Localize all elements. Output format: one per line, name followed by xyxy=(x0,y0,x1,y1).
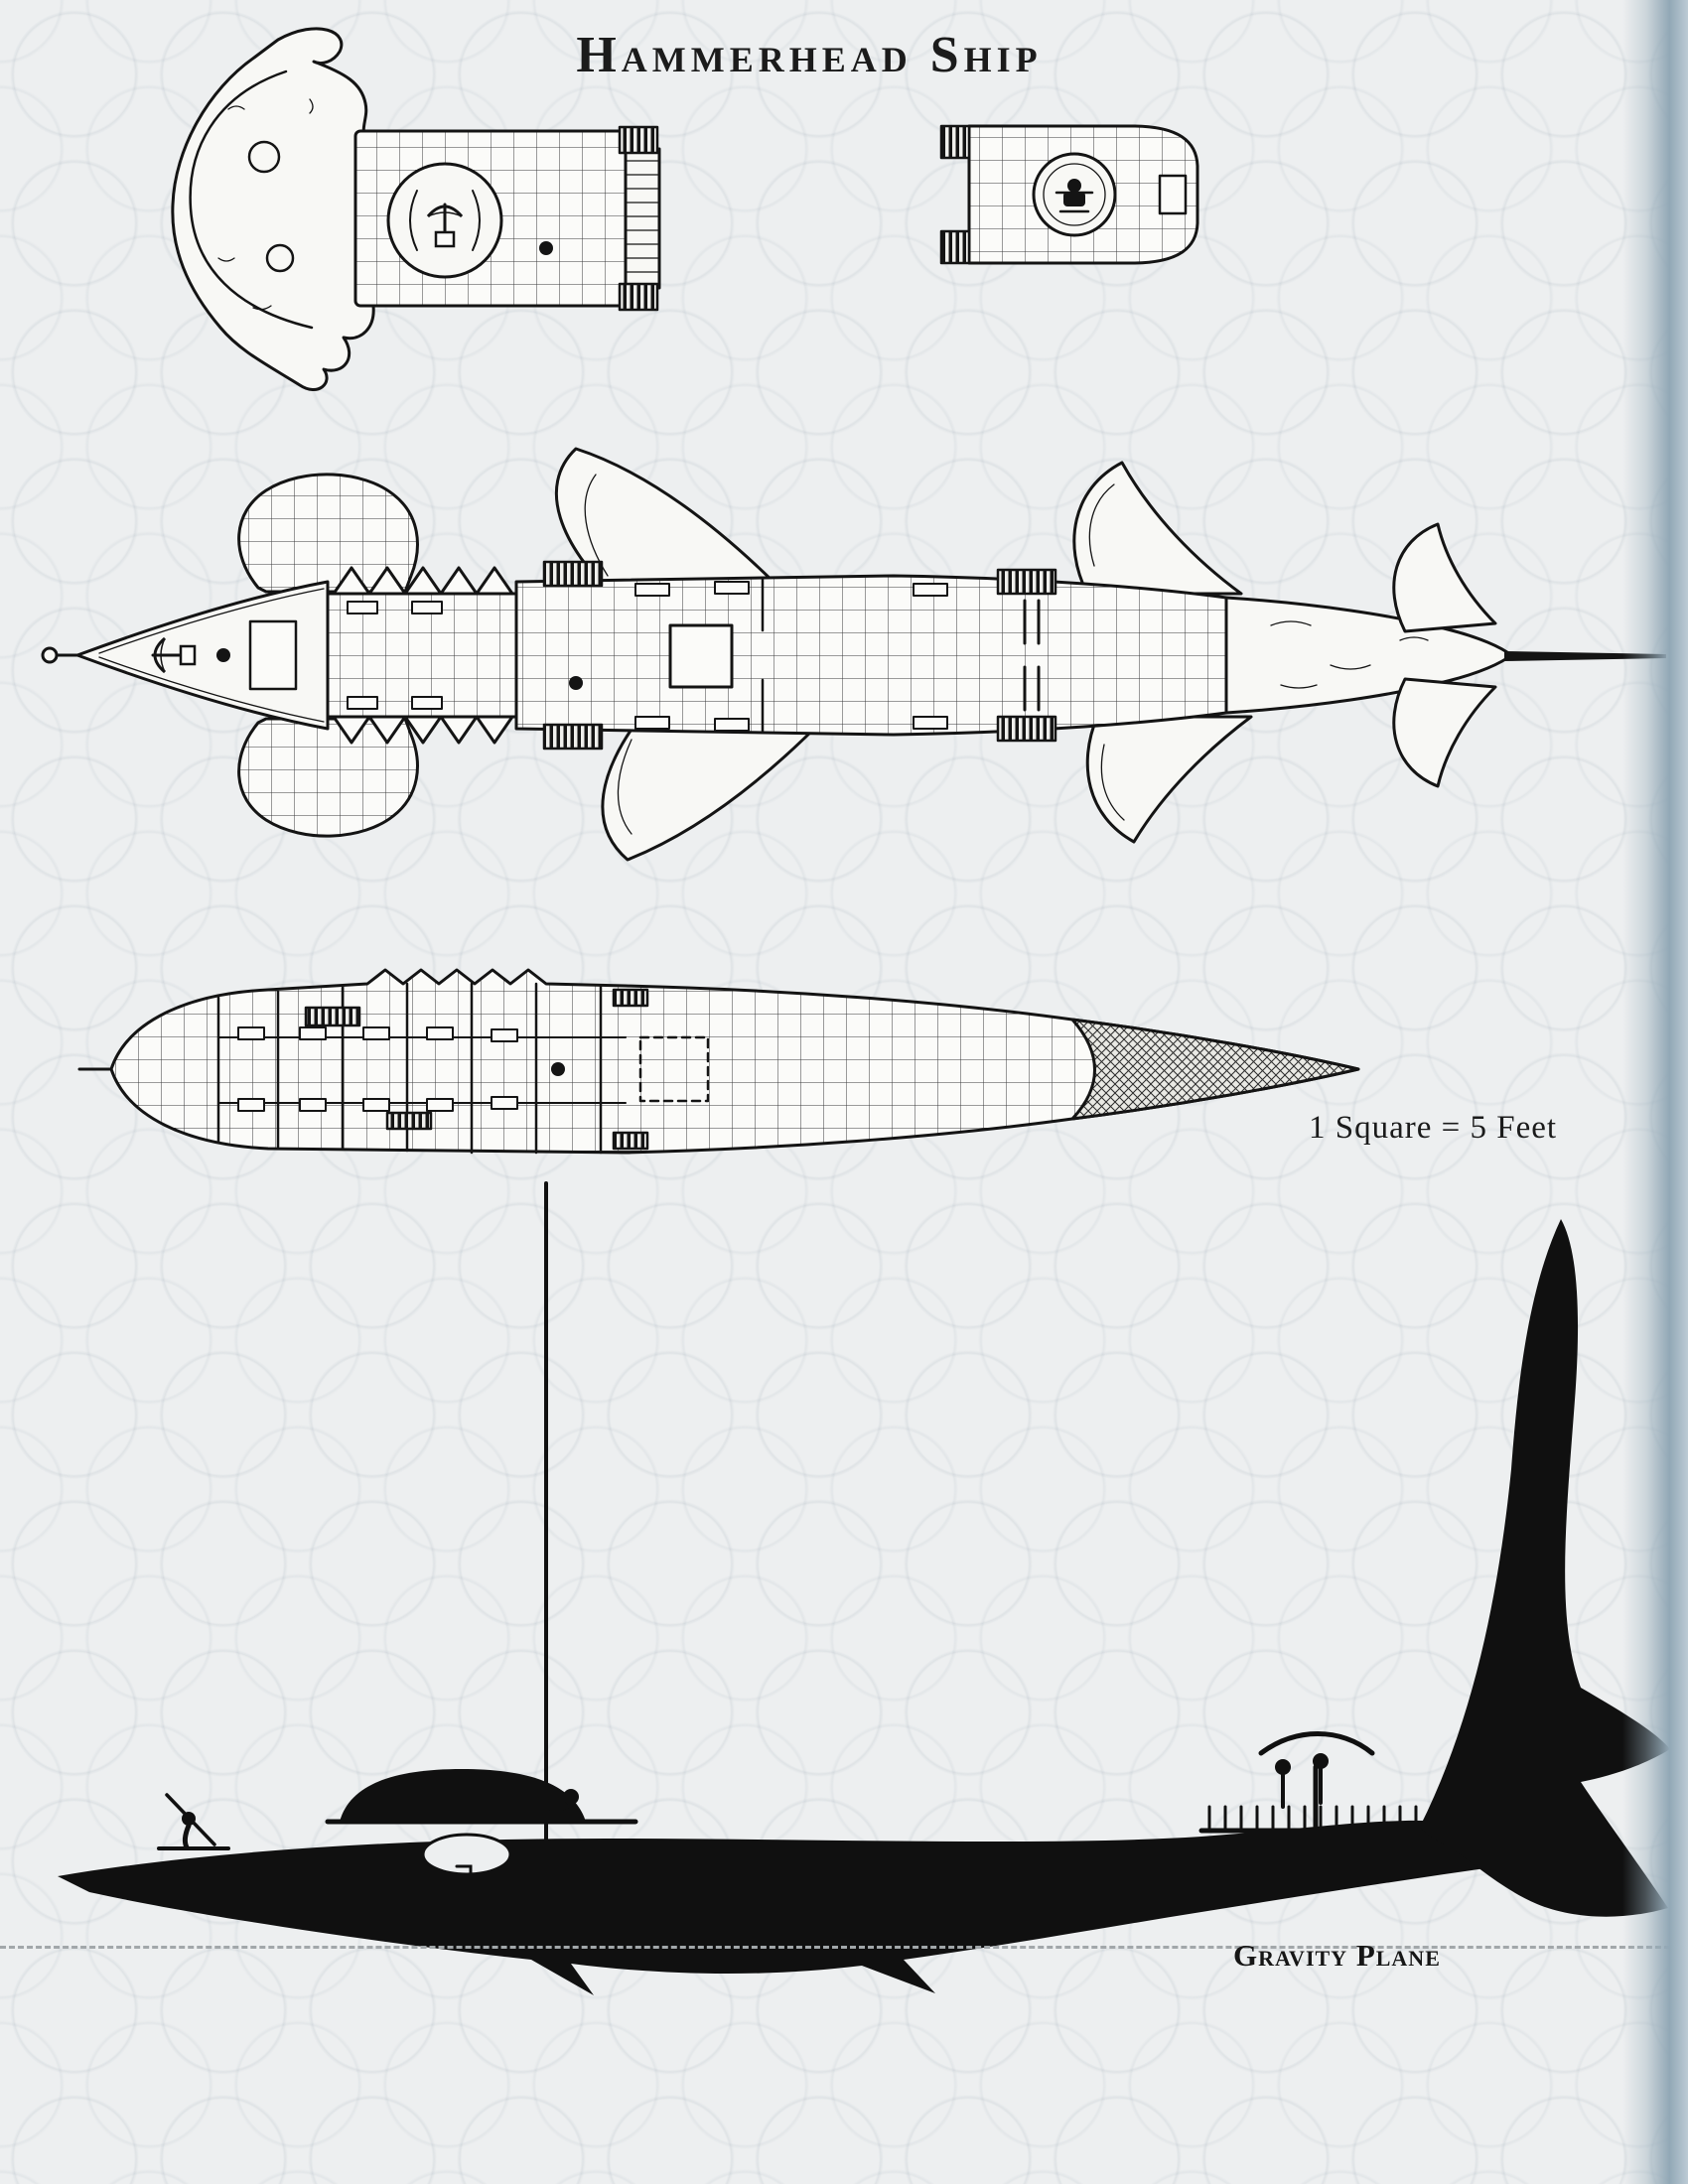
helmsman-figure-body xyxy=(1063,192,1085,206)
bunk xyxy=(362,1098,390,1112)
hammer-lobe-bottom xyxy=(237,717,419,838)
serration-bottom xyxy=(332,715,514,745)
porthole xyxy=(265,243,295,273)
stair-steps xyxy=(1051,1870,1090,1892)
deck-clamp xyxy=(542,723,604,751)
paddle xyxy=(165,1793,216,1846)
cabin-walls xyxy=(216,982,603,1155)
stair-grate xyxy=(304,1006,361,1027)
aft-deck-view xyxy=(939,124,1199,265)
cargo-hatch xyxy=(668,623,734,689)
page-title: Hammerhead Ship xyxy=(576,27,1043,83)
dorsal-fin-aft xyxy=(1072,461,1243,596)
nose-contour xyxy=(98,588,325,723)
ventral-fin-fore xyxy=(601,715,828,862)
stair-grate xyxy=(385,1111,433,1131)
hull-texture xyxy=(217,98,314,311)
deck-dot xyxy=(216,648,230,662)
stern-plank-lines xyxy=(625,160,660,273)
fin-contour xyxy=(1100,744,1125,821)
gravity-plane-label: Gravity Plane xyxy=(1233,1938,1441,1973)
hatch-outline-dashed xyxy=(638,1035,710,1103)
bulkhead-wall xyxy=(1023,599,1041,712)
paddler-figure-body xyxy=(182,1823,192,1850)
hold-clamp xyxy=(612,988,649,1008)
hull-porthole-oval xyxy=(421,1833,512,1876)
deck-hatch xyxy=(1158,174,1188,215)
bunk xyxy=(237,1026,265,1040)
deck-dot xyxy=(569,676,583,690)
vent xyxy=(714,581,750,595)
vent xyxy=(714,718,750,732)
stair-steps xyxy=(455,1864,514,1898)
bow-mouth-arc xyxy=(189,69,314,330)
helm-circle-inner xyxy=(1043,163,1106,226)
dorsal-fin-fore xyxy=(554,447,791,600)
mount-clamp xyxy=(939,229,971,265)
tail-ballast-hatch xyxy=(1070,1018,1360,1121)
deck-clamp xyxy=(996,568,1057,596)
aft-railing-posts xyxy=(1207,1805,1418,1833)
bunk xyxy=(237,1098,265,1112)
ram-ball xyxy=(41,646,59,664)
scale-note: 1 Square = 5 Feet xyxy=(1309,1110,1558,1146)
deck-dot xyxy=(539,241,553,255)
fin-contour xyxy=(1088,483,1115,567)
bow-head-hull xyxy=(171,27,409,392)
tail-fin-silhouette xyxy=(1420,1219,1670,1917)
stern-clamp xyxy=(618,282,659,312)
bunk xyxy=(491,1028,518,1042)
ventral-fin-aft xyxy=(1085,715,1253,844)
side-silhouette-view xyxy=(58,1181,1670,1995)
deck-clamp xyxy=(996,715,1057,743)
tail-fin-bottom xyxy=(1392,677,1497,788)
bunk xyxy=(426,1026,454,1040)
corridor-walls xyxy=(217,1036,627,1104)
deck-dot xyxy=(551,1062,565,1076)
fin-contour xyxy=(617,739,633,835)
locker xyxy=(347,696,378,710)
bunk xyxy=(491,1096,518,1110)
main-deck-grid xyxy=(514,574,1228,737)
bunk xyxy=(299,1026,327,1040)
vent xyxy=(913,716,948,730)
mount-clamp xyxy=(939,124,971,160)
main-top-plan xyxy=(41,447,1666,862)
crew-figure xyxy=(1275,1759,1291,1775)
bunk xyxy=(426,1098,454,1112)
lower-deck-plan xyxy=(77,968,1360,1155)
helmsman-figure-head xyxy=(1067,179,1081,193)
serration-top xyxy=(332,566,514,596)
porthole xyxy=(247,140,281,174)
reclining-figure xyxy=(563,1789,579,1805)
bow-head-top-view xyxy=(171,27,661,392)
vent xyxy=(634,583,670,597)
page-edge-watercolor-band xyxy=(1622,0,1688,2184)
reclining-figure-arm xyxy=(524,1803,573,1817)
tail-fin-top xyxy=(1392,522,1497,633)
turret-seat xyxy=(409,190,481,251)
canopy-silhouette xyxy=(340,1769,586,1822)
vent xyxy=(913,583,948,597)
locker xyxy=(347,601,378,614)
hull-silhouette xyxy=(58,1820,1509,1995)
helm-chair xyxy=(1055,191,1094,213)
stern-ballista-bow xyxy=(1258,1731,1375,1756)
stern-clamp xyxy=(618,125,659,155)
helm-table xyxy=(248,619,298,691)
tail-texture xyxy=(1270,620,1429,689)
hold-clamp xyxy=(612,1131,649,1151)
hammer-lobe-top xyxy=(237,473,419,594)
gravity-plane-line xyxy=(0,1946,1688,1949)
deck-clamp xyxy=(542,560,604,588)
stern-planks xyxy=(624,147,661,290)
bunk xyxy=(362,1026,390,1040)
crew-figure-body xyxy=(1281,1767,1323,1809)
locker xyxy=(411,696,443,710)
locker xyxy=(411,601,443,614)
bunk xyxy=(299,1098,327,1112)
vent xyxy=(634,716,670,730)
